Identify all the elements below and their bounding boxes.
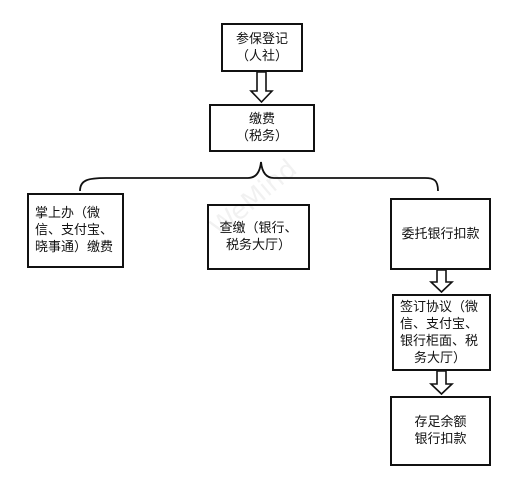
node-check-payment: 查缴（银行、 税务大厅） (207, 204, 310, 270)
node-bank-debit: 委托银行扣款 (390, 198, 491, 270)
node-sign-agreement-line: 信、支付宝、 (400, 316, 479, 332)
node-check-payment-line: 查缴（银行、 (219, 221, 298, 236)
node-payment: 缴费 （税务） (209, 104, 315, 152)
arrow-sign-to-deposit (429, 370, 454, 396)
node-deposit: 存足余额 银行扣款 (390, 396, 491, 466)
node-sign-agreement-line: 签订协议（微 (400, 299, 479, 315)
node-sign-agreement-line: 银行柜面、税 (400, 333, 479, 349)
node-app-payment-line: 掌上办（微 (35, 206, 101, 221)
node-check-payment-line: 税务大厅） (225, 238, 291, 253)
node-deposit-line: 存足余额 (414, 415, 467, 430)
node-app-payment-line: 晓事通）缴费 (35, 240, 114, 255)
node-registration-line: 参保登记 (235, 31, 288, 47)
arrow-bank-to-sign (429, 269, 454, 294)
node-sign-agreement-line: 务大厅） (414, 350, 467, 366)
node-sign-agreement: 签订协议（微 信、支付宝、 银行柜面、税 务大厅） (392, 294, 491, 371)
node-deposit-line: 银行扣款 (414, 432, 467, 447)
node-app-payment-line: 信、支付宝、 (35, 223, 114, 238)
node-registration-line: （人社） (235, 48, 288, 64)
node-bank-debit-line: 委托银行扣款 (401, 226, 480, 242)
node-app-payment: 掌上办（微 信、支付宝、 晓事通）缴费 (27, 193, 124, 268)
arrow-registration-to-payment (249, 71, 274, 104)
node-payment-line: （税务） (235, 129, 288, 144)
node-registration: 参保登记 （人社） (221, 23, 303, 72)
brace (79, 161, 439, 192)
node-payment-line: 缴费 (248, 112, 275, 127)
